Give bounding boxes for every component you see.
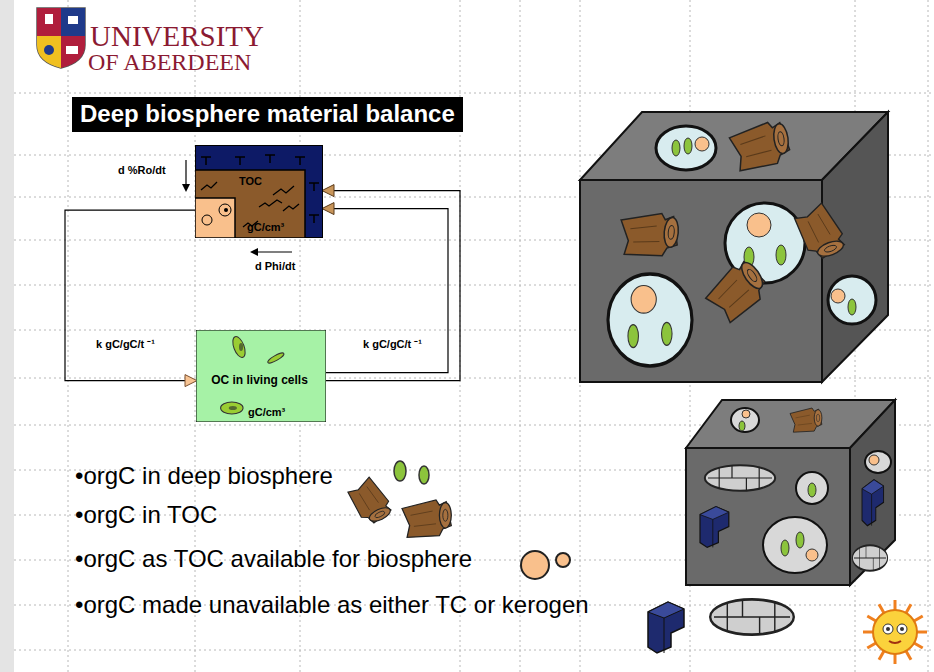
title-banner: Deep biosphere material balance [72, 97, 463, 132]
university-name: UNIVERSITY [90, 22, 264, 51]
rate-label: d Phi/dt [255, 260, 295, 272]
bullet-text: •orgC in deep biosphere [75, 462, 333, 490]
flow-connector [65, 210, 196, 381]
living-cells-box: OC in living cells gC/cm³ [196, 330, 326, 422]
flow-connector [323, 209, 448, 373]
unit-label: gC/cm³ [248, 406, 285, 418]
bullet-text: •orgC in TOC [75, 501, 217, 529]
flow-connector [323, 191, 460, 381]
university-name: OF ABERDEEN [88, 50, 251, 74]
rate-constant: k gC/gC/t ⁻¹ [362, 336, 423, 351]
bullet-text: •orgC as TOC available for biosphere [75, 545, 472, 573]
bullet-text: •orgC made unavailable as either TC or k… [75, 591, 589, 619]
rate-label: d %Ro/dt [118, 164, 166, 176]
unit-label: gC/cm³ [247, 221, 284, 233]
box-label: OC in living cells [196, 373, 323, 387]
rate-constant: k gC/gC/t ⁻¹ [95, 336, 156, 351]
toc-box: TOC gC/cm³ [195, 145, 323, 238]
box-label: TOC [239, 175, 262, 187]
